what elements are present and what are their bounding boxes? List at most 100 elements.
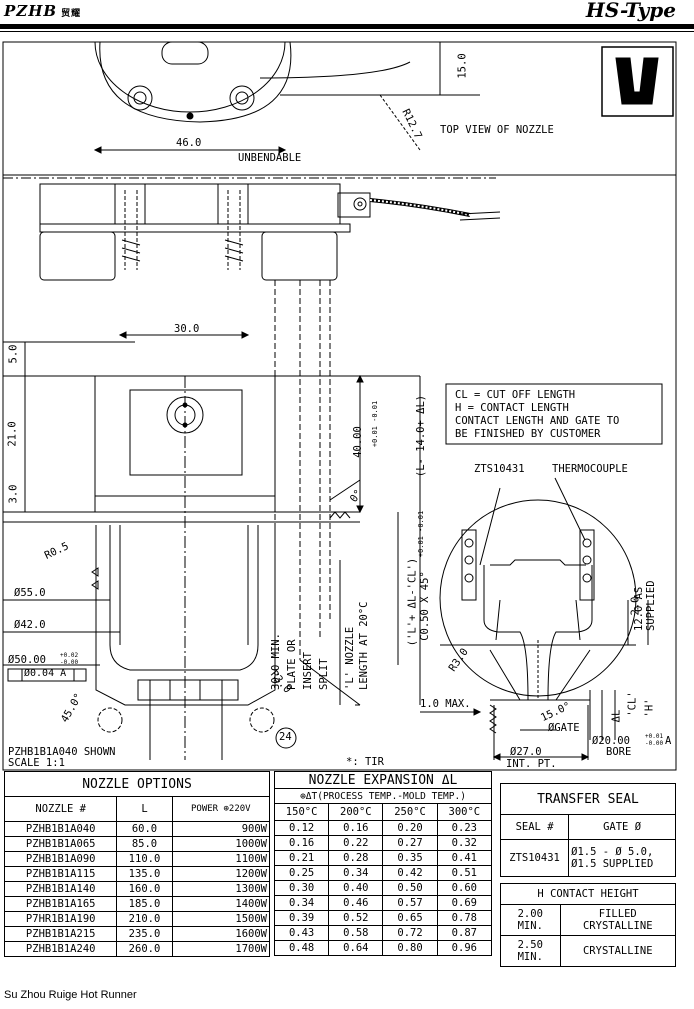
angle-0: 0° bbox=[347, 487, 365, 505]
table-cell: PZHB1B1A140 bbox=[3, 881, 118, 897]
spec-tables: NOZZLE OPTIONS NOZZLE # L POWER ⊕220V PZ… bbox=[0, 771, 694, 981]
table-cell: 0.69 bbox=[436, 895, 493, 911]
table-cell: 0.23 bbox=[436, 820, 493, 836]
tir-label: *: TIR bbox=[346, 756, 384, 768]
angle-15: 15.0° bbox=[538, 699, 573, 725]
hs-logo-icon bbox=[615, 57, 659, 105]
col-250: 250°C bbox=[382, 803, 438, 821]
dim-40-tol: +0.01 -0.01 bbox=[371, 400, 380, 448]
h-label: 'H' bbox=[643, 698, 656, 718]
col-300: 300°C bbox=[436, 803, 493, 821]
note-contact: CONTACT LENGTH AND GATE TO bbox=[455, 415, 620, 427]
shown-label: PZHB1B1A040 SHOWN bbox=[8, 746, 116, 758]
d42: Ø42.0 bbox=[14, 619, 46, 631]
table-cell: 0.57 bbox=[382, 895, 438, 911]
col-seal: SEAL # bbox=[499, 814, 570, 840]
table-cell: PZHB1B1A040 bbox=[3, 821, 118, 837]
contact-h-1: 2.00 MIN. bbox=[500, 904, 561, 936]
table-cell: 160.0 bbox=[116, 881, 173, 897]
table-cell: 0.27 bbox=[382, 835, 438, 851]
table-cell: PZHB1B1A240 bbox=[3, 941, 118, 957]
dim-30: 30.0 bbox=[174, 323, 200, 335]
table-cell: 1100W bbox=[171, 851, 271, 867]
zts-label: ZTS10431 bbox=[474, 463, 525, 475]
table-cell: 0.20 bbox=[382, 820, 438, 836]
d50-tol: +0.02 -0.00 bbox=[60, 652, 79, 666]
transfer-seal-table: TRANSFER SEAL SEAL # GATE Ø ZTS10431 Ø1.… bbox=[499, 783, 676, 877]
dim-21: 21.0 bbox=[6, 421, 19, 447]
table-cell: 0.34 bbox=[328, 865, 384, 881]
dim-l-expr: ('L'+ ΔL-'CL') bbox=[406, 557, 419, 647]
table-cell: 0.39 bbox=[273, 910, 330, 926]
table-cell: 185.0 bbox=[116, 896, 173, 912]
notes-box bbox=[445, 383, 663, 445]
nozzle-length-2: LENGTH AT 20°C bbox=[358, 601, 370, 690]
cl-label: 'CL' bbox=[626, 691, 639, 717]
gate-label: ØGATE bbox=[548, 722, 580, 734]
angle-45: 45.0° bbox=[58, 691, 85, 725]
table-cell: 0.22 bbox=[328, 835, 384, 851]
table-cell: 110.0 bbox=[116, 851, 173, 867]
seal-value: ZTS10431 bbox=[499, 839, 570, 877]
table-cell: 0.32 bbox=[436, 835, 493, 851]
dim-5: 5.0 bbox=[7, 344, 20, 364]
table-cell: 60.0 bbox=[116, 821, 173, 837]
datum-a: A bbox=[665, 735, 672, 747]
min-plate-4: SPLIT bbox=[318, 658, 330, 690]
r3-detail: R3.0 bbox=[446, 646, 471, 674]
min-plate-1: 30.0 MIN. bbox=[270, 633, 282, 690]
table-cell: 135.0 bbox=[116, 866, 173, 882]
table-cell: 900W bbox=[171, 821, 271, 837]
footer-company: Su Zhou Ruige Hot Runner bbox=[4, 989, 137, 1001]
table-cell: 0.41 bbox=[436, 850, 493, 866]
scale-label: SCALE 1:1 bbox=[8, 757, 65, 769]
table-cell: 0.46 bbox=[328, 895, 384, 911]
top-view-label: TOP VIEW OF NOZZLE bbox=[440, 124, 554, 136]
table-cell: 1700W bbox=[171, 941, 271, 957]
d50: Ø50.00 bbox=[8, 654, 46, 666]
table-cell: 0.87 bbox=[436, 925, 493, 941]
table-cell: P7HR1B1A190 bbox=[3, 911, 118, 927]
table-cell: 0.35 bbox=[382, 850, 438, 866]
header-rule bbox=[0, 24, 694, 29]
brand-text: PZHB bbox=[4, 2, 58, 20]
col-200: 200°C bbox=[328, 803, 384, 821]
table-cell: 0.96 bbox=[436, 940, 493, 956]
d55: Ø55.0 bbox=[14, 587, 46, 599]
dim-r12-7: R12.7 bbox=[399, 107, 425, 141]
nozzle-length-1: 'L' NOZZLE bbox=[344, 626, 356, 690]
col-150: 150°C bbox=[273, 803, 330, 821]
table-cell: PZHB1B1A115 bbox=[3, 866, 118, 882]
header-rule-thin bbox=[0, 31, 694, 32]
table-cell: 0.48 bbox=[273, 940, 330, 956]
nozzle-options-title: NOZZLE OPTIONS bbox=[4, 771, 270, 797]
table-cell: 0.43 bbox=[273, 925, 330, 941]
nozzle-options-table: NOZZLE OPTIONS NOZZLE # L POWER ⊕220V PZ… bbox=[3, 771, 271, 957]
col-l: L bbox=[116, 796, 173, 822]
table-cell: 0.51 bbox=[436, 865, 493, 881]
table-cell: 0.42 bbox=[382, 865, 438, 881]
table-cell: 0.40 bbox=[328, 880, 384, 896]
hs-logo-box bbox=[601, 46, 674, 117]
unbendable-label: UNBENDABLE bbox=[238, 152, 302, 164]
note-customer: BE FINISHED BY CUSTOMER bbox=[455, 428, 601, 440]
table-cell: 0.28 bbox=[328, 850, 384, 866]
min-plate-3: INSERT bbox=[302, 652, 314, 690]
dim-3: 3.0 bbox=[7, 484, 20, 504]
contact-m-2: CRYSTALLINE bbox=[559, 935, 677, 967]
table-cell: 0.50 bbox=[382, 880, 438, 896]
dim-l-tol: +0.01 -0.01 bbox=[417, 510, 426, 558]
int-pt: INT. PT. bbox=[506, 758, 557, 770]
table-cell: PZHB1B1A215 bbox=[3, 926, 118, 942]
